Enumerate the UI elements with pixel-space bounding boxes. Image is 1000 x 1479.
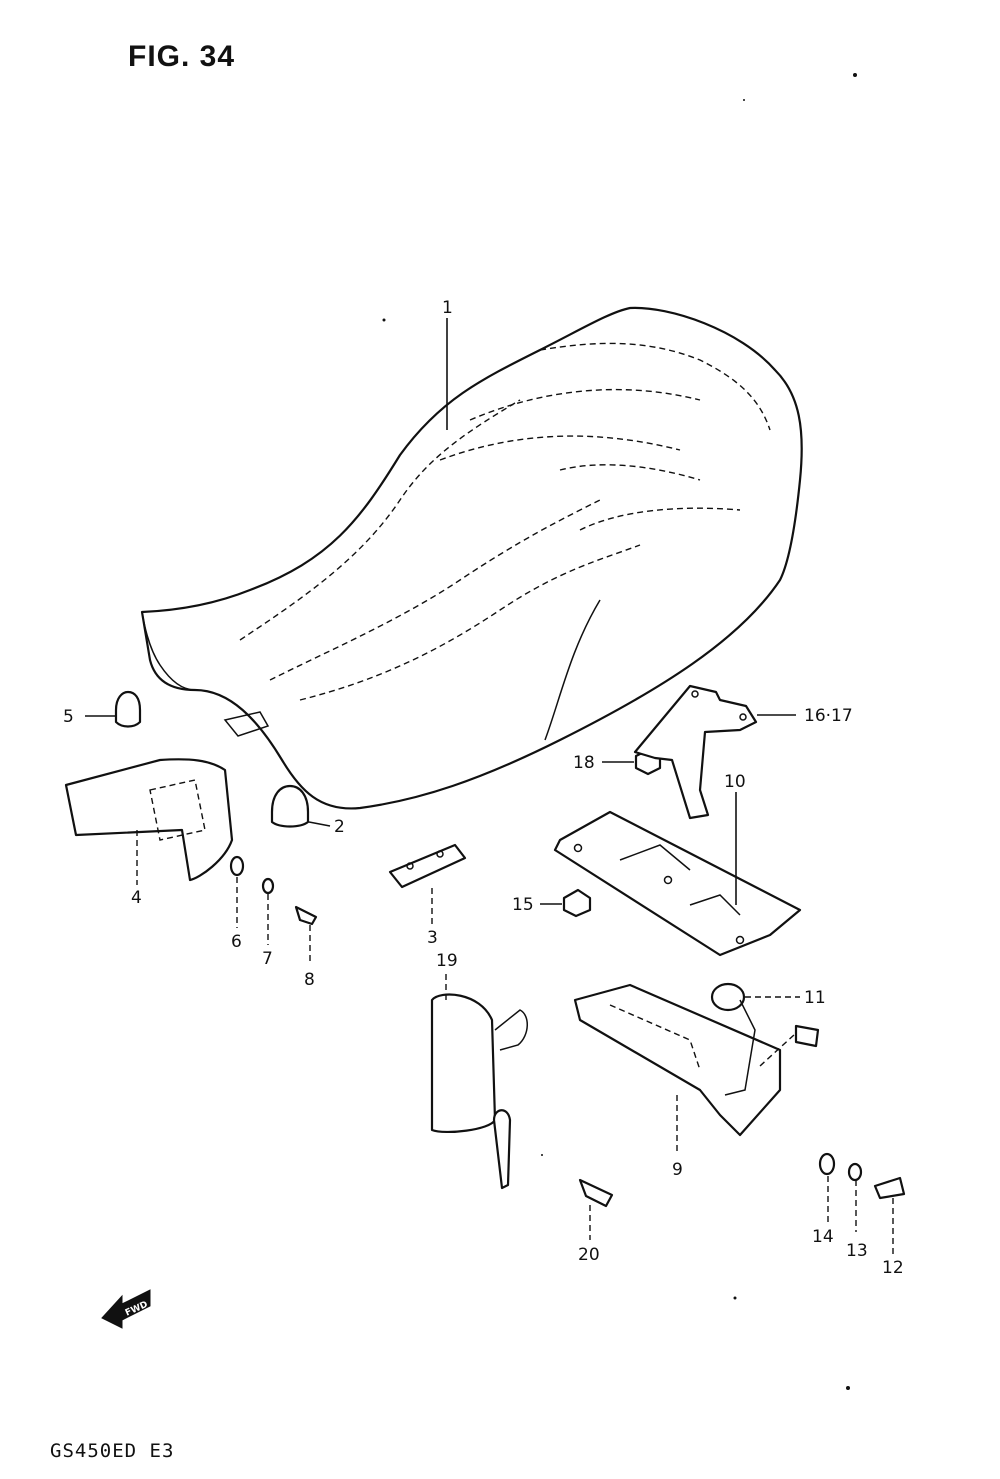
callout-7: 7 (262, 949, 273, 969)
bolt-part-20 (578, 1178, 614, 1208)
callout-19: 19 (436, 951, 458, 971)
latch-bracket-part-16-17 (633, 684, 758, 820)
lock-washer-part-13 (847, 1162, 863, 1182)
callout-6: 6 (231, 932, 242, 952)
seat-lock-part-19 (430, 993, 497, 1134)
callout-4: 4 (131, 888, 142, 908)
callout-5: 5 (63, 707, 74, 727)
bolt-part-9-pin (794, 1024, 820, 1048)
forward-arrow-icon: FWD (101, 1289, 151, 1329)
callout-11: 11 (804, 988, 826, 1008)
cushion-part-5 (114, 690, 142, 728)
bracket-part-4 (64, 758, 234, 882)
callout-2: 2 (334, 817, 345, 837)
bolt-part-12 (873, 1176, 906, 1200)
callout-20: 20 (578, 1245, 600, 1265)
callout-14: 14 (812, 1227, 834, 1247)
key-icon (492, 1109, 512, 1190)
bracket-part-3 (388, 843, 467, 889)
callout-13: 13 (846, 1241, 868, 1261)
callout-8: 8 (304, 970, 315, 990)
callout-16-17: 16·17 (804, 706, 853, 726)
seat-part-1 (140, 306, 803, 810)
callout-18: 18 (573, 753, 595, 773)
model-code: GS450ED E3 (50, 1440, 175, 1462)
washer-part-6 (229, 855, 245, 877)
cushion-part-11 (710, 982, 746, 1012)
lock-bracket-part-9 (573, 983, 782, 1137)
callout-9: 9 (672, 1160, 683, 1180)
washer-part-14 (818, 1152, 836, 1176)
callout-1: 1 (442, 298, 453, 318)
base-plate-part-10 (553, 810, 802, 957)
callout-12: 12 (882, 1258, 904, 1278)
lock-washer-part-7 (261, 877, 275, 895)
figure-title: FIG. 34 (128, 40, 236, 73)
screw-part-8 (294, 905, 318, 926)
callout-3: 3 (427, 928, 438, 948)
nut-part-15 (562, 888, 592, 918)
callout-10: 10 (724, 772, 746, 792)
callout-15: 15 (512, 895, 534, 915)
cushion-part-2 (270, 784, 310, 828)
